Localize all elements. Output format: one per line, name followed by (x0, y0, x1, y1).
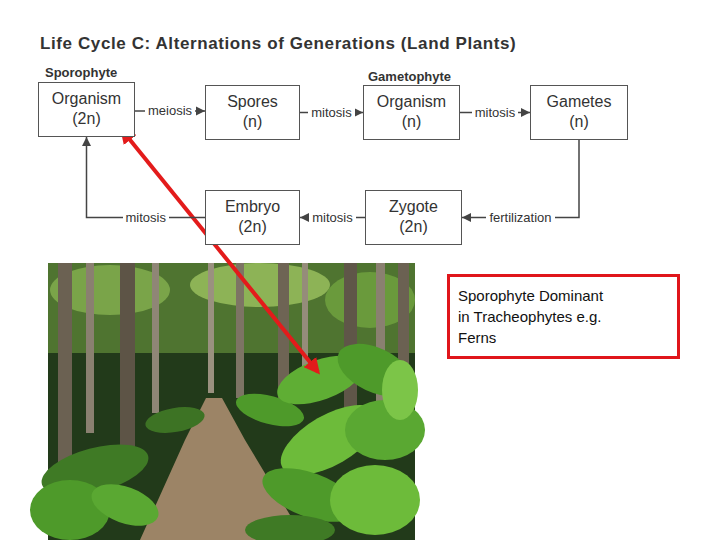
process-label: mitosis (472, 105, 518, 121)
fern (330, 465, 420, 535)
tree-trunk (152, 263, 159, 413)
stage-name: Gametes (n) (544, 92, 614, 132)
pointer-arrow (122, 130, 318, 372)
process-label: mitosis (123, 210, 169, 226)
stage-box: GametophyteOrganism (n) (363, 85, 460, 140)
stage-box: Zygote (2n) (365, 190, 462, 245)
fern (143, 403, 206, 437)
diagram-title: Life Cycle C: Alternations of Generation… (40, 34, 516, 54)
arrowhead (462, 213, 471, 222)
arrowhead (82, 137, 91, 146)
generation-heading: Sporophyte (45, 65, 117, 80)
tree-trunk (344, 263, 357, 423)
forest-photo (30, 263, 425, 540)
generation-heading: Gametophyte (368, 69, 451, 84)
stage-name: Spores (n) (222, 92, 284, 132)
connector (82, 137, 205, 218)
connector-line (462, 140, 579, 218)
connector-line (87, 137, 206, 218)
fern (245, 515, 335, 540)
arrowhead (196, 107, 205, 116)
stage-box: Gametes (n) (530, 85, 628, 140)
stage-box: Embryo (2n) (205, 190, 300, 245)
tree-trunk (58, 263, 72, 463)
process-label: mitosis (309, 210, 355, 226)
stage-box: SporophyteOrganism (2n) (38, 82, 135, 137)
stage-name: Organism (n) (372, 92, 452, 132)
arrowhead (354, 108, 363, 117)
stage-box: Spores (n) (205, 85, 300, 140)
process-label: fertilization (486, 210, 554, 226)
tree-trunk (86, 263, 94, 433)
note-text: Sporophyte Dominant in Tracheophytes e.g… (458, 285, 611, 348)
stage-name: Organism (2n) (47, 89, 127, 129)
callout-box: Sporophyte Dominant in Tracheophytes e.g… (447, 274, 680, 359)
stage-name: Embryo (2n) (222, 197, 284, 237)
canopy (48, 263, 415, 353)
tree-trunk (236, 263, 244, 398)
fern (382, 360, 418, 420)
stage-name: Zygote (2n) (383, 197, 445, 237)
arrowhead (521, 108, 530, 117)
process-label: meiosis (145, 103, 195, 119)
tree-trunk (120, 263, 135, 453)
tree-trunk (208, 263, 214, 393)
process-label: mitosis (308, 105, 354, 121)
arrowhead (300, 213, 309, 222)
fern (86, 476, 164, 534)
